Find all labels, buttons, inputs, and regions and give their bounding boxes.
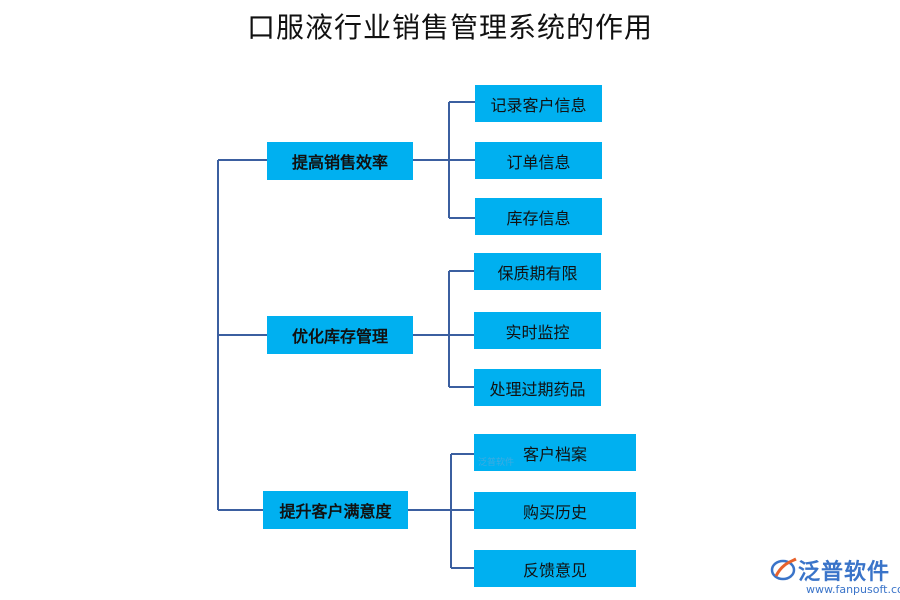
brand-logo-name: 泛普软件 bbox=[798, 560, 891, 585]
node-improve-sales-efficiency: 提高销售效率 bbox=[267, 142, 413, 180]
node-customer-profile: 客户档案 bbox=[474, 434, 636, 471]
diagram-title: 口服液行业销售管理系统的作用 bbox=[246, 11, 653, 44]
node-realtime-monitoring: 实时监控 bbox=[474, 312, 601, 349]
node-improve-customer-satisfaction: 提升客户满意度 bbox=[263, 491, 408, 529]
brand-logo-icon bbox=[770, 557, 797, 581]
node-order-info: 订单信息 bbox=[475, 142, 602, 179]
node-optimize-inventory: 优化库存管理 bbox=[267, 316, 413, 354]
node-record-customer-info: 记录客户信息 bbox=[475, 85, 602, 122]
node-feedback: 反馈意见 bbox=[474, 550, 636, 587]
watermark: 泛普软件 bbox=[478, 458, 515, 468]
node-limited-shelf-life: 保质期有限 bbox=[474, 253, 601, 290]
brand-logo-url: www.fanpusoft.com bbox=[806, 583, 900, 596]
node-purchase-history: 购买历史 bbox=[474, 492, 636, 529]
node-inventory-info: 库存信息 bbox=[475, 198, 602, 235]
node-handle-expired-drugs: 处理过期药品 bbox=[474, 369, 601, 406]
brand-logo: 泛普软件 www.fanpusoft.com bbox=[768, 552, 900, 596]
